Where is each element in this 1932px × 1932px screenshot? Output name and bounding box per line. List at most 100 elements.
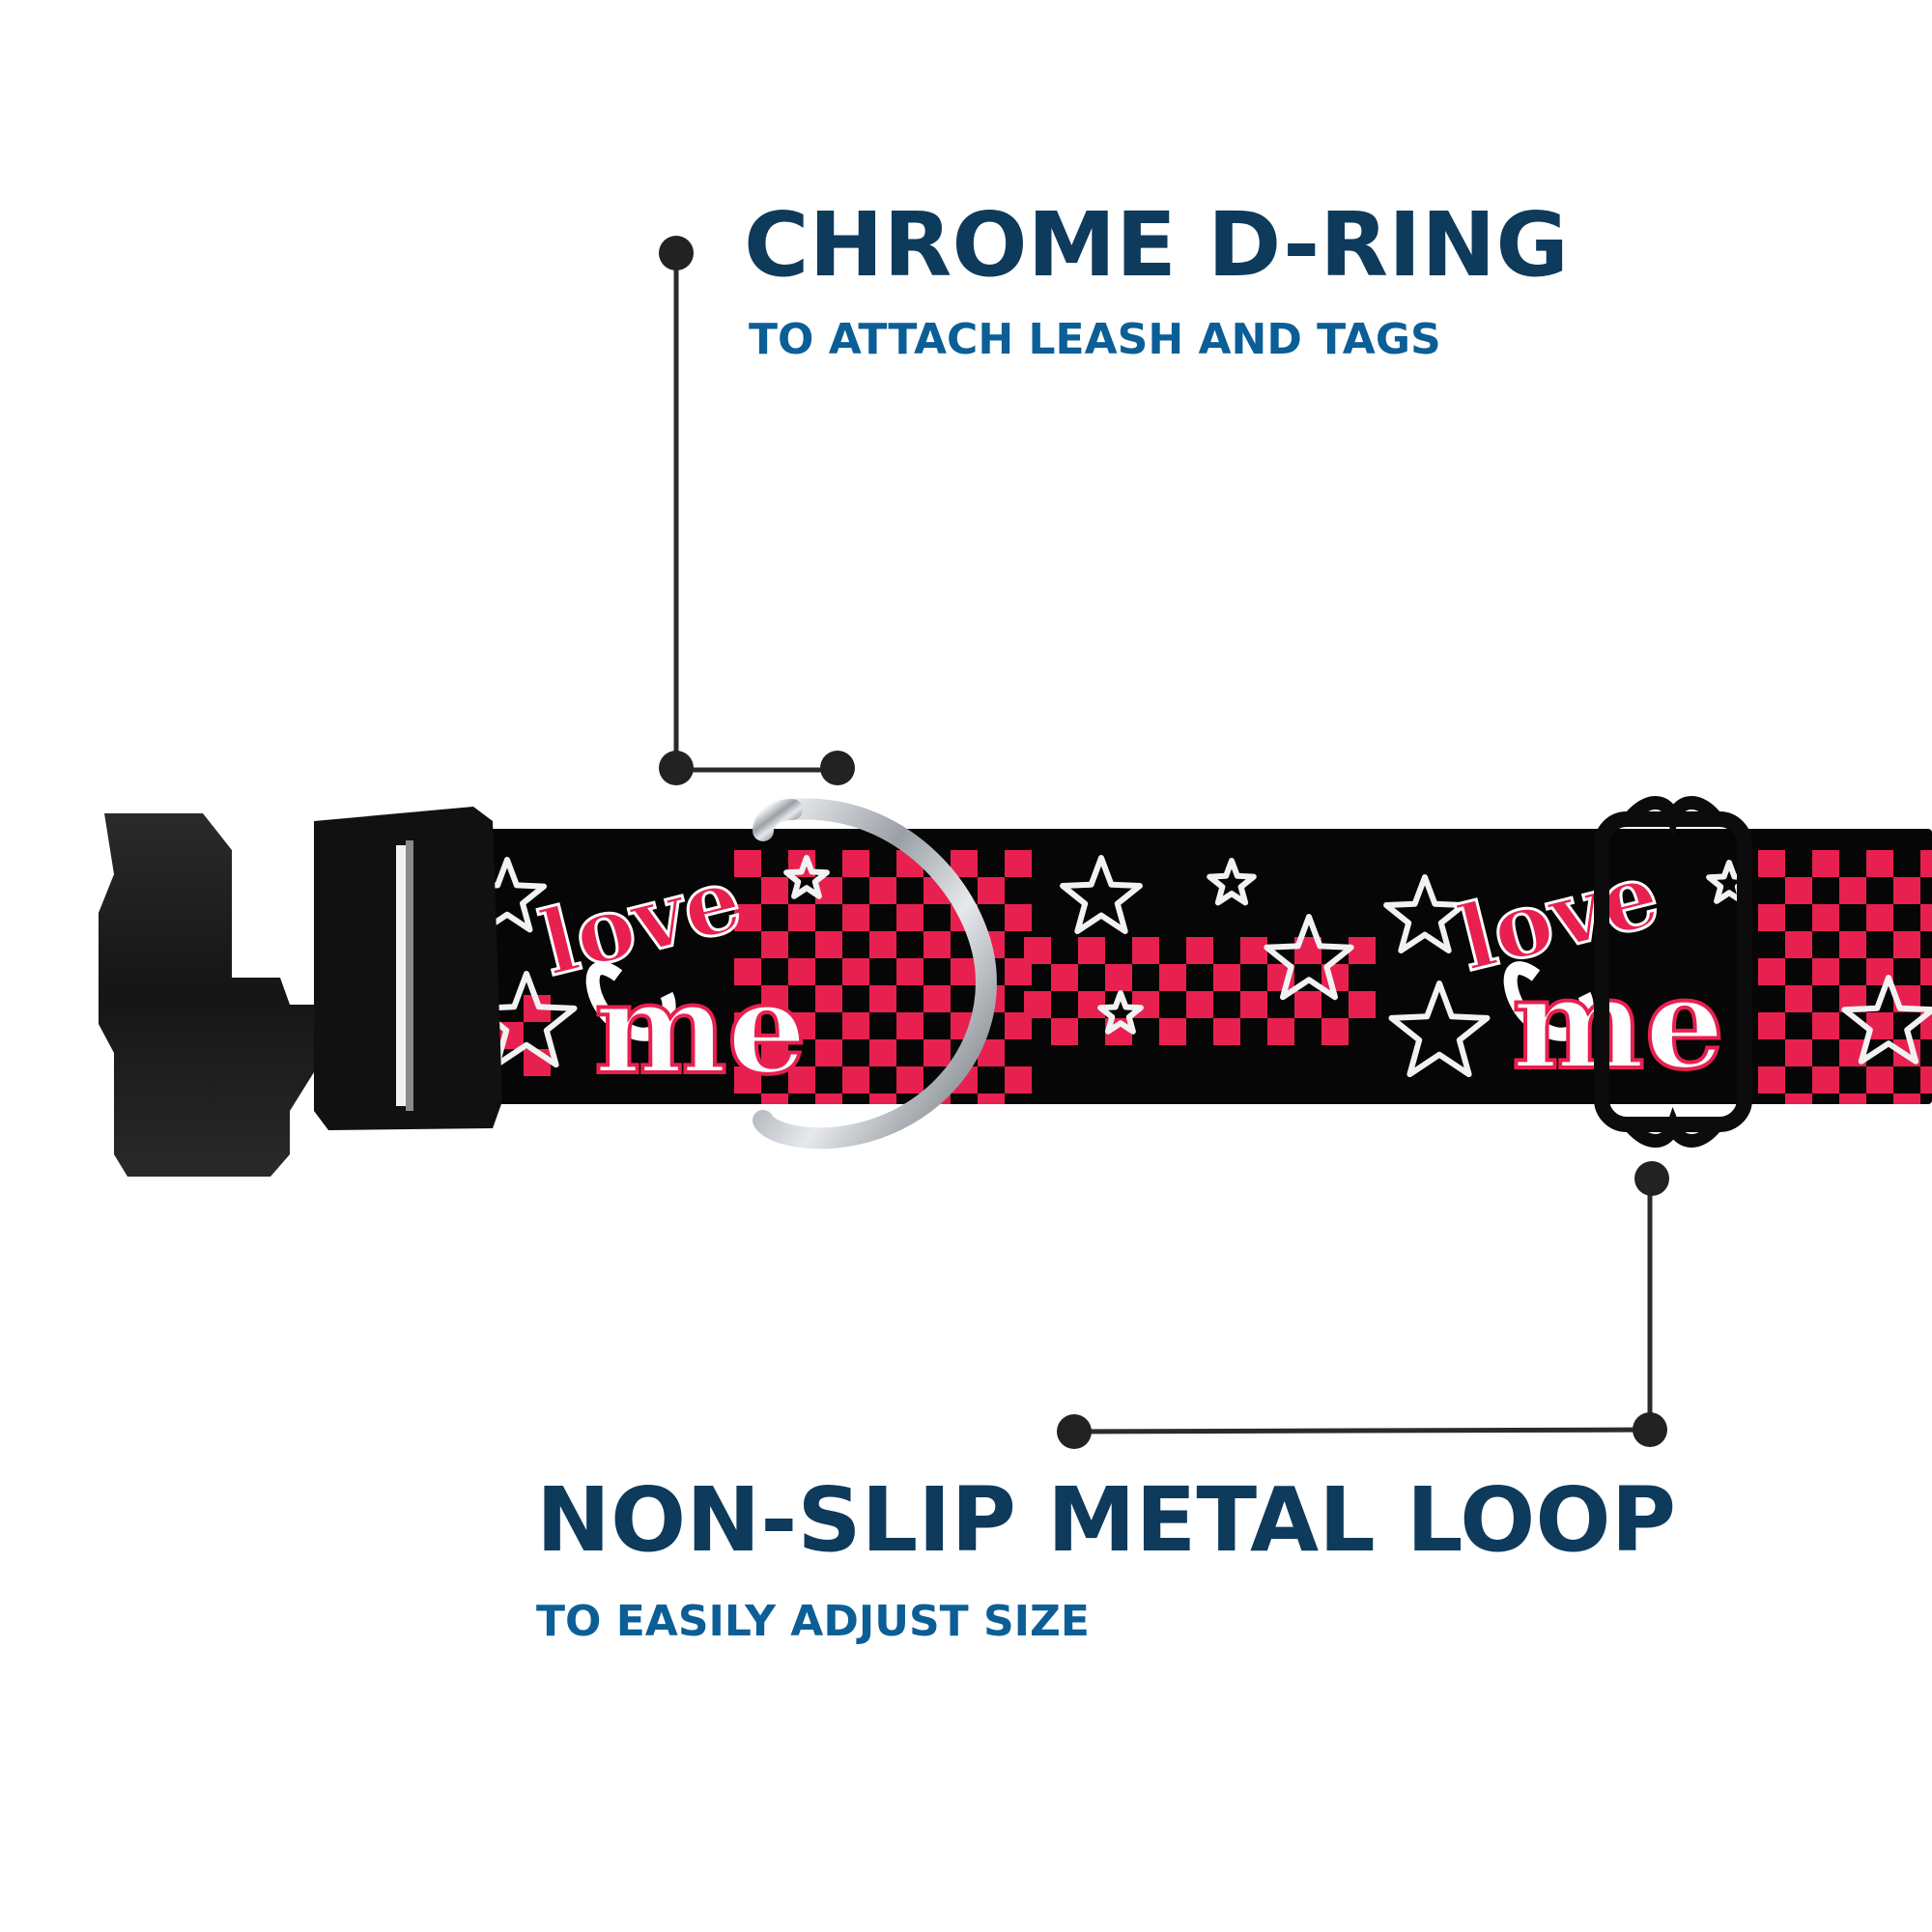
- checker-square: [788, 1066, 815, 1094]
- d-ring-callout-leader: [659, 236, 855, 785]
- checker-square: [1240, 937, 1267, 964]
- checker-square: [1758, 1012, 1785, 1039]
- checker-square: [761, 931, 788, 958]
- checker-square: [1005, 904, 1032, 931]
- checker-square: [896, 958, 923, 985]
- checker-square: [1186, 991, 1213, 1018]
- loop-callout-leader: [1057, 1161, 1669, 1449]
- checker-square: [1893, 931, 1920, 958]
- checker-square: [1839, 1094, 1866, 1104]
- checker-square: [1893, 877, 1920, 904]
- checker-square: [1785, 985, 1812, 1012]
- checker-square: [1005, 1066, 1032, 1094]
- checker-square: [1159, 964, 1186, 991]
- star-icon: [1841, 975, 1932, 1065]
- checker-square: [1186, 937, 1213, 964]
- loop-title: NON-SLIP METAL LOOP: [536, 1468, 1677, 1572]
- love-me-print: love me: [529, 845, 810, 1104]
- checker-square: [1051, 964, 1078, 991]
- checker-square: [1159, 1018, 1186, 1045]
- checker-square: [1758, 958, 1785, 985]
- checker-square: [1839, 931, 1866, 958]
- checker-square: [1785, 1094, 1812, 1104]
- checker-square: [1240, 991, 1267, 1018]
- callout-dot-icon: [1634, 1161, 1669, 1196]
- d-ring: [753, 798, 997, 1150]
- checker-square: [869, 877, 896, 904]
- star-icon: [1097, 990, 1144, 1035]
- checker-square: [1920, 904, 1932, 931]
- checker-square: [1758, 1066, 1785, 1094]
- checker-square: [1758, 850, 1785, 877]
- checker-square: [1812, 904, 1839, 931]
- checker-square: [761, 1039, 788, 1066]
- checker-square: [1920, 850, 1932, 877]
- checker-square: [1213, 1018, 1240, 1045]
- checker-square: [1785, 931, 1812, 958]
- checker-square: [1866, 850, 1893, 877]
- checker-square: [734, 1066, 761, 1094]
- checker-square: [1349, 991, 1376, 1018]
- checker-square: [1812, 850, 1839, 877]
- checker-square: [978, 1094, 1005, 1104]
- loop-subtitle: TO EASILY ADJUST SIZE: [536, 1597, 1090, 1646]
- callout-dot-icon: [659, 236, 694, 270]
- checker-square: [842, 958, 869, 985]
- checker-square: [1920, 1066, 1932, 1094]
- checker-square: [1893, 1094, 1920, 1104]
- checker-square: [734, 958, 761, 985]
- checker-square: [761, 877, 788, 904]
- callout-dot-icon: [1633, 1412, 1667, 1447]
- checker-square: [1785, 877, 1812, 904]
- checker-square: [761, 985, 788, 1012]
- checker-square: [1349, 937, 1376, 964]
- star-icon: [1207, 858, 1257, 906]
- checker-square: [1051, 1018, 1078, 1045]
- checker-square: [1132, 937, 1159, 964]
- checker-square: [815, 1039, 842, 1066]
- checker-square: [788, 904, 815, 931]
- star-icon: [783, 855, 830, 899]
- checker-square: [1213, 964, 1240, 991]
- checker-square: [1078, 937, 1105, 964]
- star-icon: [1388, 980, 1491, 1078]
- checker-square: [978, 877, 1005, 904]
- checker-square: [951, 958, 978, 985]
- checker-square: [1866, 904, 1893, 931]
- collar-strap: love me love me: [411, 829, 1932, 1104]
- checker-square: [869, 985, 896, 1012]
- checker-square: [1005, 850, 1032, 877]
- checker-square: [1785, 1039, 1812, 1066]
- checker-square: [1812, 958, 1839, 985]
- star-icon: [1264, 914, 1354, 1001]
- checker-square: [869, 1039, 896, 1066]
- checker-square: [734, 904, 761, 931]
- slider-loop: [1594, 796, 1752, 1148]
- checker-square: [1758, 904, 1785, 931]
- checker-square: [1839, 877, 1866, 904]
- callout-dot-icon: [659, 751, 694, 785]
- callout-dot-icon: [1057, 1414, 1092, 1449]
- checker-square: [1024, 991, 1051, 1018]
- checker-square: [788, 1012, 815, 1039]
- checker-square: [1321, 1018, 1349, 1045]
- checker-square: [896, 1066, 923, 1094]
- star-icon: [1060, 855, 1143, 934]
- checker-square: [869, 931, 896, 958]
- checker-square: [923, 985, 951, 1012]
- checker-square: [923, 931, 951, 958]
- d-ring-subtitle: TO ATTACH LEASH AND TAGS: [749, 315, 1441, 364]
- heart-icon: [585, 961, 676, 1041]
- checker-square: [1294, 991, 1321, 1018]
- checker-square: [815, 1094, 842, 1104]
- checker-square: [734, 850, 761, 877]
- checker-square: [1812, 1066, 1839, 1094]
- checker-square: [842, 850, 869, 877]
- print-word-me: me: [1512, 950, 1724, 1097]
- checker-square: [1812, 1012, 1839, 1039]
- checker-square: [815, 931, 842, 958]
- callout-dot-icon: [820, 751, 855, 785]
- star-icon: [1383, 874, 1466, 953]
- checker-square: [842, 904, 869, 931]
